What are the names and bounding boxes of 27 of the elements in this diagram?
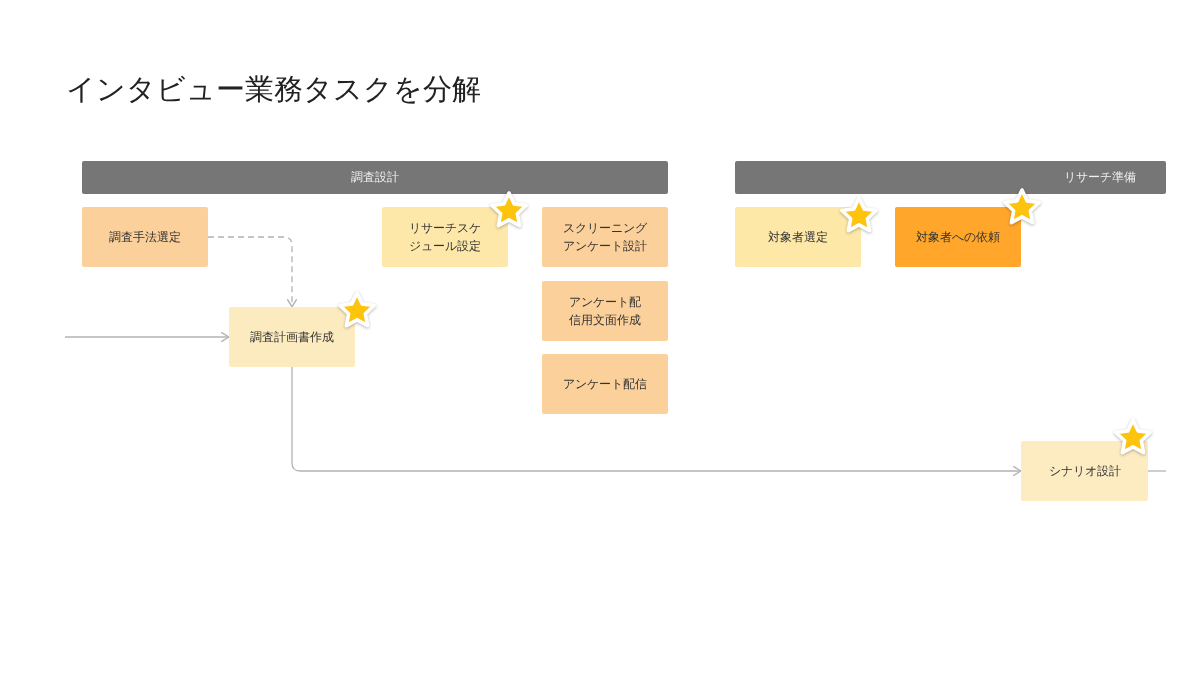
task-card (229, 307, 355, 367)
task-card (382, 207, 508, 267)
task-card (542, 281, 668, 341)
task-label: 対象者への依頼 (916, 229, 1000, 246)
arrow (64, 331, 230, 343)
task-label: シナリオ設計 (1048, 463, 1121, 480)
task-card (895, 207, 1021, 267)
phase-header-bar (82, 161, 668, 194)
phase-header-bar (735, 161, 1166, 194)
dashed-arrow (207, 236, 298, 308)
slide-title: インタビュー業務タスクを分解 (66, 72, 481, 107)
task-label: リサーチスケジュール設定 (408, 220, 482, 255)
connector-line (1147, 470, 1167, 472)
task-card (542, 207, 668, 267)
task-label: アンケート配信 (563, 376, 647, 393)
task-card (82, 207, 208, 267)
task-label: スクリーニングアンケート設計 (562, 220, 648, 255)
task-card (542, 354, 668, 414)
task-card (735, 207, 861, 267)
phase-label: リサーチ準備 (1064, 169, 1136, 186)
task-label: 対象者選定 (768, 229, 828, 246)
task-label: 調査計画書作成 (250, 329, 334, 346)
task-label: アンケート配信用文面作成 (568, 294, 642, 329)
phase-label: 調査設計 (351, 169, 399, 186)
arrow (291, 366, 1022, 477)
task-label: 調査手法選定 (109, 229, 181, 246)
task-card (1021, 441, 1148, 501)
